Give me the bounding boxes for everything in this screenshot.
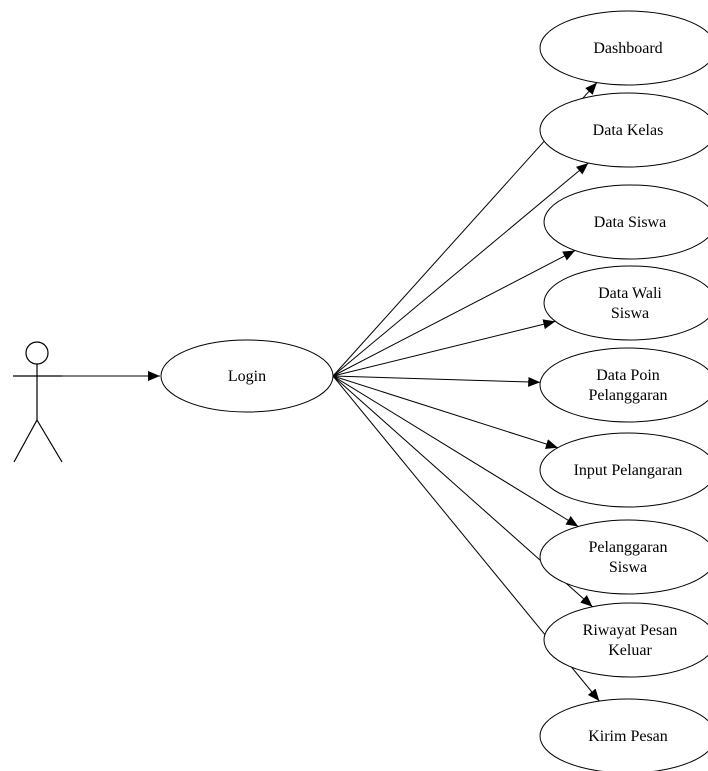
use-case-ellipse xyxy=(539,92,708,168)
use-case-label: Data Wali xyxy=(598,285,662,302)
use-case-label: Data Siswa xyxy=(594,214,666,231)
actor-right-leg xyxy=(36,419,63,463)
arrow-to-data-siswa xyxy=(332,250,576,377)
arrow-to-pelanggaran-siswa xyxy=(332,375,579,527)
use-case-ellipse xyxy=(543,184,708,260)
login-use-case: Login xyxy=(160,339,334,413)
arrow-to-data-kelas xyxy=(332,162,589,377)
use-case-label: Data Kelas xyxy=(593,122,664,139)
use-case-label: Data Poin xyxy=(596,367,660,384)
actor-left-leg xyxy=(13,419,38,463)
use-case-ellipse xyxy=(539,519,708,595)
use-case-label: Dashboard xyxy=(593,40,662,57)
use-case-label: Input Pelangaran xyxy=(574,462,683,479)
use-case-label: Siswa xyxy=(611,305,649,322)
use-case-input-pelangaran: Input Pelangaran xyxy=(539,432,708,508)
use-case-label: Riwayat Pesan xyxy=(583,622,678,639)
use-case-ellipse xyxy=(539,10,708,86)
use-case-label: Kirim Pesan xyxy=(588,728,668,745)
use-case-ellipse xyxy=(539,698,708,771)
arrow-to-data-wali-siswa xyxy=(332,319,556,377)
actor-figure xyxy=(13,341,63,463)
actor-head xyxy=(25,341,49,365)
use-case-data-siswa: Data Siswa xyxy=(543,184,708,260)
use-case-label: Keluar xyxy=(608,642,652,659)
use-case-ellipse xyxy=(543,265,708,341)
use-case-ellipse xyxy=(539,347,708,423)
use-case-label: Pelanggaran xyxy=(588,539,667,556)
use-case-ellipse xyxy=(539,432,708,508)
login-label: Login xyxy=(228,368,266,385)
use-case-data-kelas: Data Kelas xyxy=(539,92,708,168)
use-case-ellipse xyxy=(543,602,708,678)
arrow-to-input-pelangaran xyxy=(332,375,559,449)
use-case-kirim-pesan: Kirim Pesan xyxy=(539,698,708,771)
arrow-to-data-poin-pelanggaran xyxy=(332,375,541,387)
use-case-dashboard: Dashboard xyxy=(539,10,708,86)
use-case-label: Siswa xyxy=(609,559,647,576)
use-case-label: Pelanggaran xyxy=(588,387,667,404)
